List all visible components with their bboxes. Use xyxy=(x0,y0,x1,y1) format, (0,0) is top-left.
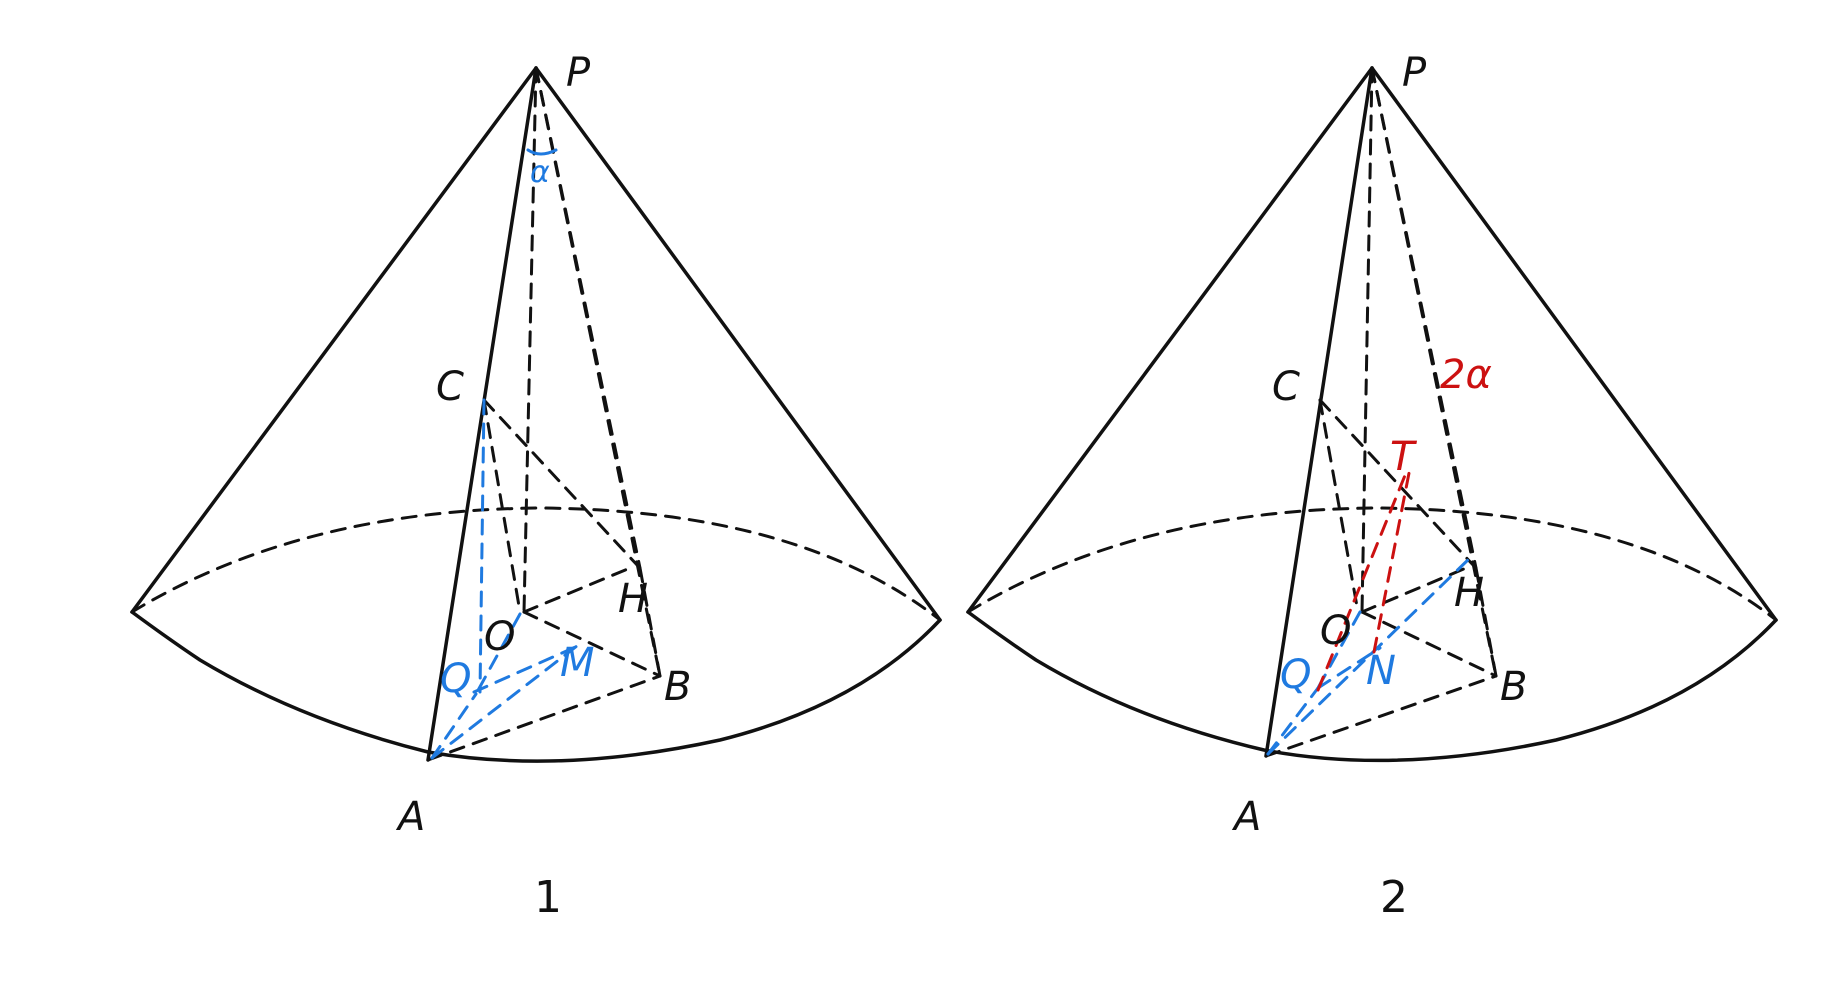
cone-right-generator xyxy=(534,66,942,622)
segment-OQ xyxy=(474,612,522,696)
segment-OQ xyxy=(1316,610,1362,690)
segment-OB xyxy=(522,610,662,678)
label-Q-fig1: Q xyxy=(440,656,471,702)
label-C-fig1: C xyxy=(436,364,464,410)
label-A-fig2: A xyxy=(1231,794,1261,840)
caption-fig1: 1 xyxy=(534,872,562,923)
label-H-fig2: H xyxy=(1454,570,1484,616)
segment-AQ xyxy=(1266,686,1320,756)
caption-fig2: 2 xyxy=(1380,872,1408,923)
generator-PA xyxy=(1264,66,1374,758)
segment-AB xyxy=(426,674,662,762)
segment-AQ xyxy=(430,692,478,760)
height-PO xyxy=(1360,66,1374,614)
label-M-fig1: M xyxy=(560,640,595,686)
cone-left-generator xyxy=(130,66,538,614)
segment-AM xyxy=(430,640,584,760)
label-C-fig2: C xyxy=(1272,364,1300,410)
segment-QM xyxy=(472,643,582,694)
base-front-arc xyxy=(130,610,942,763)
segment-AB xyxy=(1264,674,1498,758)
label-O-fig2: O xyxy=(1320,608,1351,654)
height-PO xyxy=(522,66,538,614)
segment-PH xyxy=(1370,66,1478,570)
label-N-fig2: N xyxy=(1366,648,1396,694)
segment-NT xyxy=(1372,466,1412,654)
segment-CO xyxy=(482,398,522,614)
segment-QN xyxy=(1316,646,1382,690)
base-front-arc xyxy=(966,610,1778,763)
angle-alpha-arc xyxy=(526,148,558,156)
segment-CO xyxy=(1318,398,1360,614)
label-T-fig2: T xyxy=(1390,434,1418,480)
segment-HB xyxy=(1474,566,1498,678)
segment-PH xyxy=(534,66,642,570)
label-H-fig1: H xyxy=(618,576,648,622)
base-back-arc xyxy=(966,506,1778,622)
cone-left-generator xyxy=(966,66,1374,614)
label-A-fig1: A xyxy=(395,794,425,840)
label-P-fig1: P xyxy=(566,50,591,96)
label-B-fig2: B xyxy=(1500,664,1527,710)
label-alpha-fig1: α xyxy=(530,155,550,190)
segment-AH xyxy=(1266,554,1474,756)
segment-OH xyxy=(522,566,632,614)
segment-CH xyxy=(482,398,640,568)
segment-QT xyxy=(1316,466,1410,692)
label-O-fig1: O xyxy=(484,614,515,660)
segment-CH xyxy=(1318,398,1476,568)
base-back-arc xyxy=(130,506,942,622)
segment-HB xyxy=(638,566,662,678)
label-Q-fig2: Q xyxy=(1280,652,1311,698)
segment-CQ xyxy=(478,398,486,694)
generator-PA xyxy=(426,66,538,762)
label-P-fig2: P xyxy=(1402,50,1427,96)
label-2alpha-fig2: 2α xyxy=(1440,352,1492,398)
segment-OH xyxy=(1360,566,1468,614)
cone-right-generator xyxy=(1370,66,1778,622)
figure-2 xyxy=(966,66,1778,763)
label-B-fig1: B xyxy=(664,664,691,710)
segment-OB xyxy=(1360,610,1498,678)
figure-1 xyxy=(130,66,942,763)
